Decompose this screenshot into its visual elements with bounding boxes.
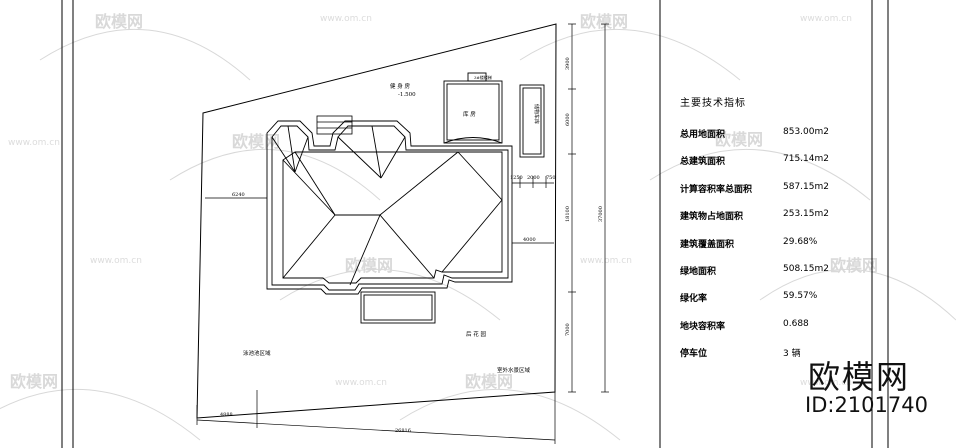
front-steps [316, 115, 353, 135]
watermark-url: www.om.cn [320, 14, 372, 24]
terrace [360, 291, 436, 324]
stats-row-label: 计算容积率总面积 [680, 185, 753, 195]
dim-right-bottom: 7000 [565, 323, 571, 336]
stats-row-value: 0.688 [783, 319, 809, 329]
watermark-url: www.om.cn [90, 256, 142, 266]
stats-row-label: 建筑物占地面积 [680, 212, 744, 222]
watermark-text: 欧模网 [465, 372, 514, 391]
label-fitness-elev: -1.500 [398, 92, 416, 98]
watermark-url: www.om.cn [800, 378, 852, 388]
stats-row-value: 587.15m2 [783, 182, 829, 192]
brand-logo-text: 欧模网 [808, 358, 911, 396]
dim-right-mid2: 18100 [565, 206, 571, 222]
label-small-bar: 3#楼楼梯 [474, 74, 492, 80]
watermark-swooshes [0, 28, 956, 441]
stats-row-label: 地块容积率 [680, 322, 726, 332]
watermark-text: 欧模网 [95, 12, 144, 31]
dim-right-mid1: 6000 [565, 113, 571, 126]
watermark-text: 欧模网 [830, 256, 879, 275]
watermark-text: 欧模网 [232, 132, 281, 151]
dim-right-top: 3900 [565, 57, 571, 70]
stats-row-label: 建筑覆盖面积 [680, 240, 735, 250]
dim-4000: 4000 [523, 237, 536, 243]
stats-row-label: 总建筑面积 [680, 157, 726, 167]
dim-bottom-left: 4888 [220, 412, 233, 418]
stats-row-value: 3 辆 [783, 349, 801, 359]
stats-row-value: 715.14m2 [783, 154, 829, 164]
stats-row-label: 总用地面积 [680, 130, 726, 140]
dim-right-total: 37000 [598, 206, 604, 222]
storage-building [443, 72, 503, 144]
stats-row-value: 853.00m2 [783, 127, 829, 137]
frame-lines [61, 0, 889, 448]
building-roof [266, 120, 513, 295]
dim-left-width: 6240 [232, 192, 245, 198]
dim-1250: 1250 [510, 175, 523, 181]
stats-row-value: 508.15m2 [783, 264, 829, 274]
brand-id: ID:2101740 [805, 393, 928, 417]
watermark-url: www.om.cn [335, 378, 387, 388]
label-garage: 储物车库 [533, 104, 540, 124]
label-courtyard: 后 花 园 [466, 330, 486, 338]
dimension-lines [196, 23, 609, 444]
stats-row-value: 59.57% [783, 291, 818, 301]
label-lawn-area: 室外水景区域 [497, 366, 531, 374]
stats-row-value: 29.68% [783, 237, 818, 247]
watermark-text: 欧模网 [10, 372, 59, 391]
watermark-url: www.om.cn [8, 138, 60, 148]
watermark-url: www.om.cn [580, 256, 632, 266]
stats-row-label: 绿地面积 [680, 267, 717, 277]
stats-row-label: 绿化率 [680, 294, 708, 304]
label-fitness-room: 健 身 房 [390, 82, 410, 90]
watermark-text: 欧模网 [580, 12, 629, 31]
watermark-url: www.om.cn [800, 14, 852, 24]
stats-row-value: 253.15m2 [783, 209, 829, 219]
stats-title: 主要技术指标 [680, 98, 746, 109]
dimension-text: 6240 1250 2000 750 4000 4888 26816 3900 … [220, 57, 604, 434]
dim-2000: 2000 [527, 175, 540, 181]
label-storage: 库 房 [463, 110, 476, 118]
room-labels: 健 身 房 -1.500 3#楼楼梯 库 房 储物车库 泳池池区域 后 花 园 … [243, 74, 540, 374]
dim-750: 750 [546, 175, 556, 181]
stats-row-label: 停车位 [680, 349, 708, 359]
dim-bottom-total: 26816 [395, 428, 411, 434]
watermark-text: 欧模网 [715, 130, 764, 149]
label-pond-area: 泳池池区域 [243, 349, 271, 357]
garage-building [519, 84, 545, 158]
